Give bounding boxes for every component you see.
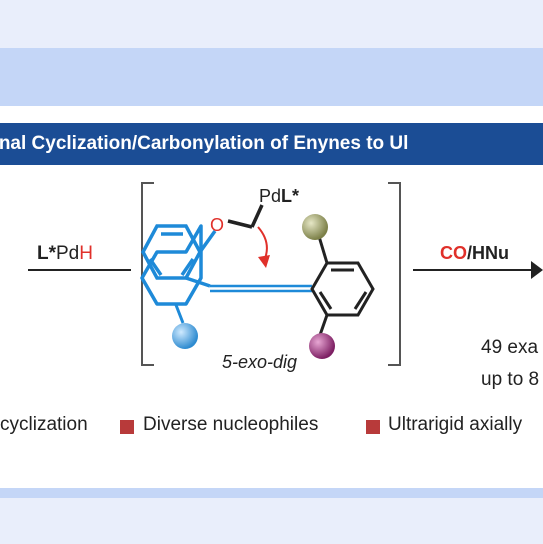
feature-axially: Ultrarigid axially — [388, 414, 523, 435]
figure-panel — [0, 106, 543, 488]
right-benzene-ring — [310, 261, 375, 317]
reagent-left-metal: Pd — [56, 243, 80, 264]
curved-arrow-head — [258, 255, 270, 268]
bond-to-oxygen — [198, 229, 217, 254]
reaction-scheme: O — [28, 182, 543, 366]
reagent-right-co: CO — [440, 243, 467, 263]
oxygen-atom: O — [210, 215, 224, 235]
intermediate-ligand: L* — [281, 186, 300, 206]
olive-sphere — [302, 214, 328, 240]
reagent-left-ligand: L* — [37, 243, 56, 264]
ring-left-double-3 — [180, 258, 195, 276]
title-bar: ntional Cyclization/Carbonylation of Eny… — [0, 123, 543, 165]
right-arrow-head — [531, 261, 543, 279]
bond-purple-substituent — [318, 314, 329, 336]
exo-dig-label: 5-exo-dig — [222, 352, 298, 372]
top-banner — [0, 48, 543, 106]
feature-nucleophiles: Diverse nucleophiles — [143, 414, 319, 435]
bond-ring-alkyne — [185, 276, 211, 288]
blue-sphere — [172, 323, 198, 349]
intermediate-metal: Pd — [259, 186, 282, 206]
bracket-left — [141, 182, 154, 366]
purple-sphere — [309, 333, 335, 359]
reagent-right-nucleophile: HNu — [472, 243, 510, 263]
bracket-right — [388, 182, 401, 366]
bullet-2 — [366, 420, 380, 434]
reagent-left-label: L*PdH — [37, 243, 93, 265]
result-examples: 49 exa — [481, 337, 539, 358]
bond-ch2-pd — [250, 204, 264, 228]
feature-cyclization: cyclization — [0, 414, 88, 435]
bond-blue-substituent — [174, 304, 185, 324]
title-text: ntional Cyclization/Carbonylation of Eny… — [0, 133, 409, 154]
bond-oxygen-ch2 — [227, 219, 253, 229]
result-yield: up to 8 — [481, 369, 540, 390]
reagent-right-label: CO/HNu — [440, 243, 509, 264]
bottom-banner — [0, 488, 543, 498]
reagent-left-hydride: H — [79, 243, 93, 264]
bullet-1 — [120, 420, 134, 434]
ring-left-double-2 — [148, 258, 163, 276]
intermediate-pd-label: PdL* — [259, 186, 299, 207]
reagent-right-sep: / — [467, 243, 473, 263]
